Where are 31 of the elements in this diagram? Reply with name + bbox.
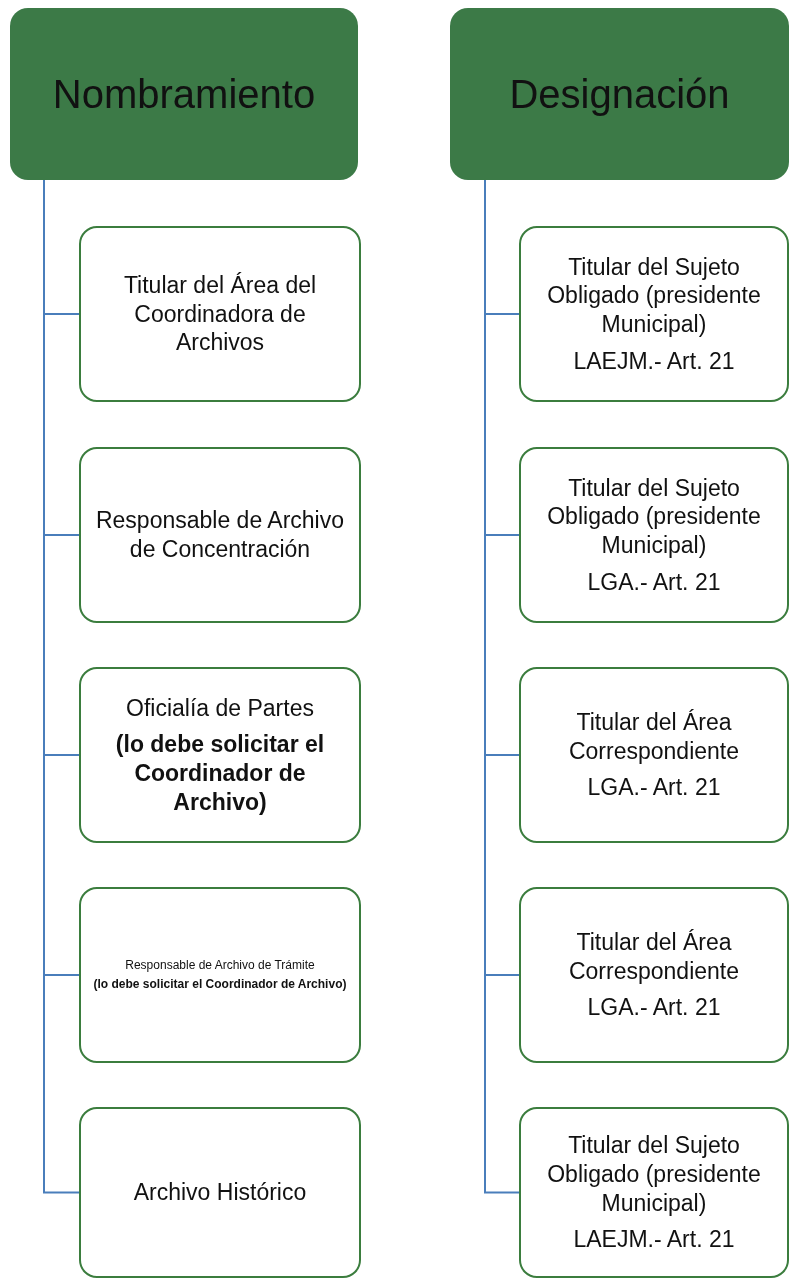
role-box bbox=[79, 667, 361, 843]
role-text: Titular del Sujeto Obligado (presidente Municipal) bbox=[546, 473, 762, 560]
role-box bbox=[79, 1107, 361, 1278]
role-text: Titular del Área Correspondiente bbox=[567, 707, 741, 766]
header-box bbox=[450, 8, 789, 180]
role-box bbox=[519, 447, 789, 623]
role-box bbox=[519, 887, 789, 1063]
header-box bbox=[10, 8, 358, 180]
legal-reference: LGA.- Art. 21 bbox=[587, 773, 721, 803]
role-text: Responsable de Archivo de Trámite bbox=[125, 958, 315, 973]
note-text: (lo debe solicitar el Coordinador de Archivo) bbox=[93, 977, 347, 992]
role-box bbox=[79, 226, 361, 402]
role-box bbox=[79, 887, 361, 1063]
role-text: Titular del Área Correspondiente bbox=[567, 927, 741, 986]
role-text: Titular del Sujeto Obligado (presidente Municipal) bbox=[546, 1131, 762, 1218]
role-text: Titular del Sujeto Obligado (presidente Municipal) bbox=[546, 252, 762, 339]
legal-reference: LAEJM.- Art. 21 bbox=[573, 346, 735, 376]
role-box bbox=[79, 447, 361, 623]
role-text: Titular del Área del Coordinadora de Archivos bbox=[122, 270, 318, 358]
legal-reference: LGA.- Art. 21 bbox=[587, 993, 721, 1023]
note-text: (lo debe solicitar el Coordinador de Archivo) bbox=[114, 730, 326, 817]
role-text: Oficialía de Partes bbox=[126, 693, 314, 723]
role-text: Responsable de Archivo de Concentración bbox=[94, 506, 346, 564]
role-box bbox=[519, 667, 789, 843]
legal-reference: LGA.- Art. 21 bbox=[587, 567, 721, 597]
legal-reference: LAEJM.- Art. 21 bbox=[573, 1225, 735, 1254]
header-title: Designación bbox=[509, 71, 730, 117]
role-box bbox=[519, 226, 789, 402]
role-text: Archivo Histórico bbox=[133, 1178, 307, 1207]
role-box bbox=[519, 1107, 789, 1278]
header-title: Nombramiento bbox=[52, 71, 316, 117]
